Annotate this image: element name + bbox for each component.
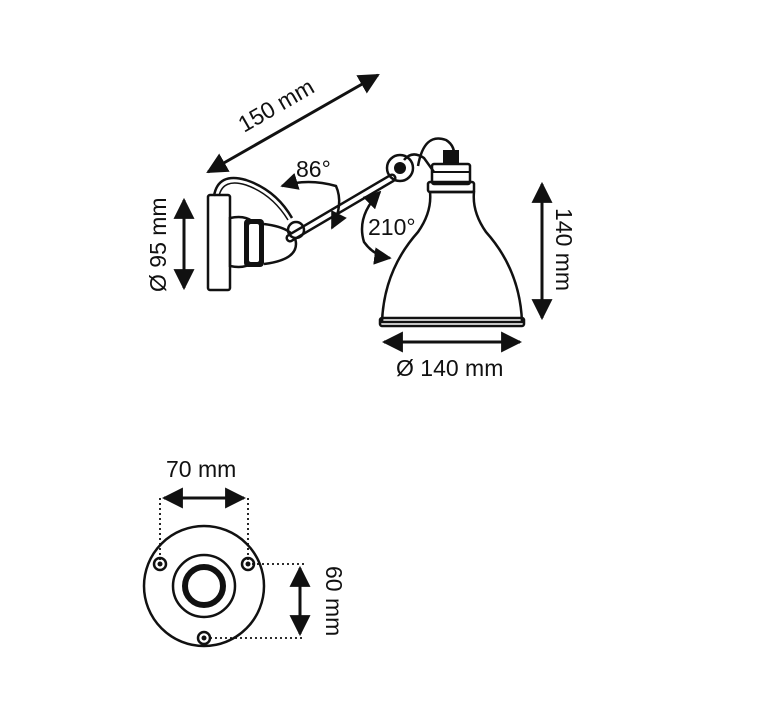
label-shade-angle: 210°: [368, 214, 416, 240]
angle-210: 210°: [360, 190, 416, 265]
plate-hole: [182, 564, 226, 608]
label-arm-length: 150 mm: [234, 73, 319, 137]
lamp-side-view: [206, 137, 526, 328]
angle-86: 86°: [280, 156, 347, 230]
shade-neck: [443, 150, 459, 164]
dimension-150mm: 150 mm: [206, 73, 380, 174]
shade-collar: [430, 162, 472, 186]
plate-ring: [171, 553, 237, 619]
label-arm-angle: 86°: [296, 156, 331, 182]
dimension-95mm: Ø 95 mm: [145, 197, 195, 292]
shade-joint: [385, 153, 436, 183]
label-shade-height: 140 mm: [551, 208, 577, 291]
dimension-140mm-height: 140 mm: [531, 181, 577, 321]
dimension-140mm-diameter: Ø 140 mm: [381, 331, 523, 381]
dimension-70mm: 70 mm: [159, 456, 249, 564]
cable-wall: [212, 176, 294, 219]
plate-front-view: [142, 524, 266, 648]
label-plate-height: 60 mm: [321, 566, 347, 636]
label-plate-width: 70 mm: [166, 456, 236, 482]
shade-rim: [378, 316, 526, 328]
wall-plate: [206, 193, 232, 292]
label-base-diameter: Ø 95 mm: [145, 197, 171, 292]
dimension-60mm: 60 mm: [210, 563, 347, 639]
label-shade-diameter: Ø 140 mm: [396, 355, 503, 381]
shade: [380, 190, 524, 324]
screw-bottom: [196, 630, 212, 646]
plate-outer: [142, 524, 266, 648]
